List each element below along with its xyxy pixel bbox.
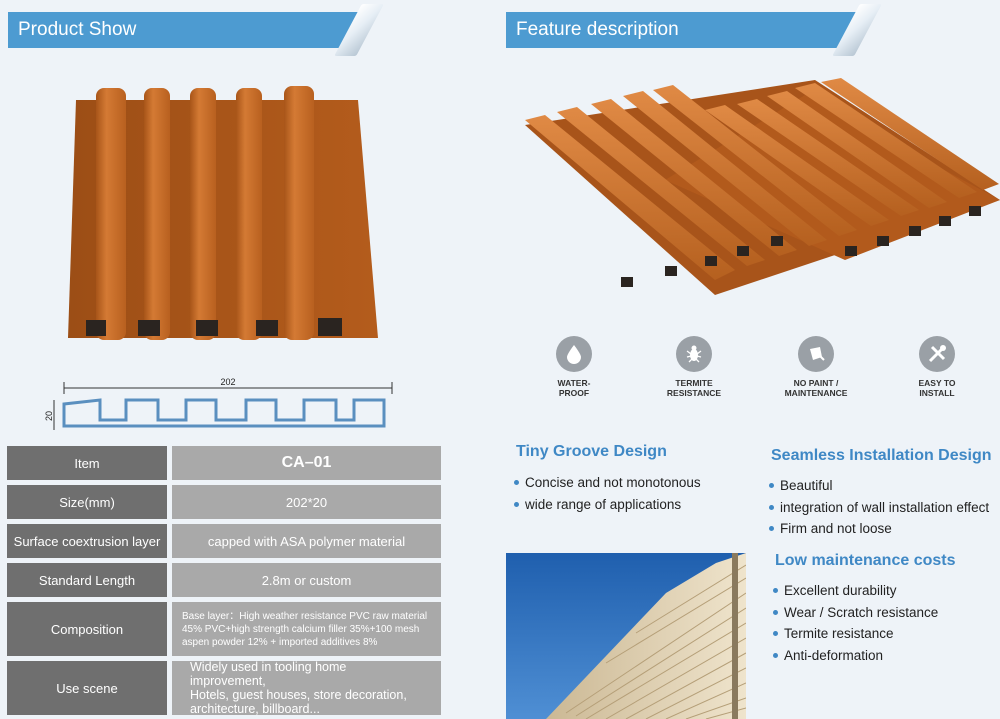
feature-label-line: WATER- <box>557 378 591 388</box>
list-item: Excellent durability <box>773 580 938 602</box>
spec-value: CA–01 <box>172 446 441 480</box>
feature-no-paint: NO PAINT / MAINTENANCE <box>761 336 871 398</box>
list-item: Beautiful <box>769 475 989 497</box>
spec-value-line: Base layer：High weather resistance PVC r… <box>182 610 428 622</box>
spec-row-length: Standard Length 2.8m or custom <box>7 563 441 597</box>
spec-key: Standard Length <box>7 563 167 597</box>
spec-row-use-scene: Use scene Widely used in tooling home im… <box>7 660 441 716</box>
list-item: Anti-deformation <box>773 645 938 667</box>
spec-table: Item CA–01 Size(mm) 202*20 Surface coext… <box>7 446 441 719</box>
feature-label-line: PROOF <box>558 388 590 398</box>
spec-value: capped with ASA polymer material <box>172 524 441 558</box>
spec-row-surface: Surface coextrusion layer capped with AS… <box>7 524 441 558</box>
water-drop-icon <box>556 336 592 372</box>
banner-corner-decoration <box>832 4 882 56</box>
profile-dimension-drawing: 202 20 <box>44 377 393 430</box>
tiny-groove-list: Concise and not monotonous wide range of… <box>514 472 701 515</box>
feature-easy-install: EASY TO INSTALL <box>882 336 992 398</box>
seamless-installation-list: Beautiful integration of wall installati… <box>769 475 989 540</box>
product-show-banner: Product Show <box>8 4 384 56</box>
feature-label-line: NO PAINT / <box>793 378 839 388</box>
feature-label-line: RESISTANCE <box>666 388 722 398</box>
list-item: integration of wall installation effect <box>769 497 989 519</box>
seamless-installation-title: Seamless Installation Design <box>771 447 992 464</box>
spec-key: Item <box>7 446 167 480</box>
termite-icon <box>676 336 712 372</box>
drawing-width-label: 202 <box>220 377 235 387</box>
spec-key: Composition <box>7 602 167 656</box>
spec-value-line: Hotels, guest houses, store decoration, <box>190 688 407 702</box>
spec-key: Size(mm) <box>7 485 167 519</box>
feature-description-banner: Feature description <box>506 4 882 56</box>
low-maintenance-list: Excellent durability Wear / Scratch resi… <box>773 580 938 666</box>
tools-icon <box>919 336 955 372</box>
spec-row-item: Item CA–01 <box>7 446 441 480</box>
spec-value-line: Widely used in tooling home improvement, <box>190 660 347 688</box>
feature-label-line: TERMITE <box>675 378 713 388</box>
spec-key: Surface coextrusion layer <box>7 524 167 558</box>
spec-value-line: aspen powder 12% + imported additives 8% <box>182 636 378 648</box>
spec-value-multiline: Widely used in tooling home improvement,… <box>172 660 441 716</box>
building-facade-photo <box>506 553 746 719</box>
spec-row-composition: Composition Base layer：High weather resi… <box>7 602 441 656</box>
list-item: Concise and not monotonous <box>514 472 701 494</box>
feature-label-line: MAINTENANCE <box>784 388 848 398</box>
paint-bucket-icon <box>798 336 834 372</box>
list-item: wide range of applications <box>514 494 701 516</box>
feature-description-title: Feature description <box>516 19 679 40</box>
drawing-height-label: 20 <box>44 411 54 421</box>
spec-value: 2.8m or custom <box>172 563 441 597</box>
spec-value-line: 45% PVC+high strength calcium filler 35%… <box>182 623 420 635</box>
feature-label-line: EASY TO <box>918 378 956 388</box>
product-panel-image <box>68 86 378 340</box>
feature-waterproof: WATER- PROOF <box>519 336 629 398</box>
product-show-title: Product Show <box>18 19 137 40</box>
spec-row-size: Size(mm) 202*20 <box>7 485 441 519</box>
list-item: Wear / Scratch resistance <box>773 602 938 624</box>
list-item: Termite resistance <box>773 623 938 645</box>
list-item: Firm and not loose <box>769 518 989 540</box>
feature-termite-resistance: TERMITE RESISTANCE <box>639 336 749 398</box>
low-maintenance-title: Low maintenance costs <box>775 552 956 569</box>
spec-key: Use scene <box>7 661 167 715</box>
feature-label-line: INSTALL <box>919 388 955 398</box>
banner-corner-decoration <box>334 4 384 56</box>
spec-value-line: architecture, billboard... <box>190 702 320 716</box>
spec-value-multiline: Base layer：High weather resistance PVC r… <box>172 602 441 656</box>
angled-panels-image <box>525 78 1000 295</box>
spec-value: 202*20 <box>172 485 441 519</box>
tiny-groove-title: Tiny Groove Design <box>516 443 667 460</box>
